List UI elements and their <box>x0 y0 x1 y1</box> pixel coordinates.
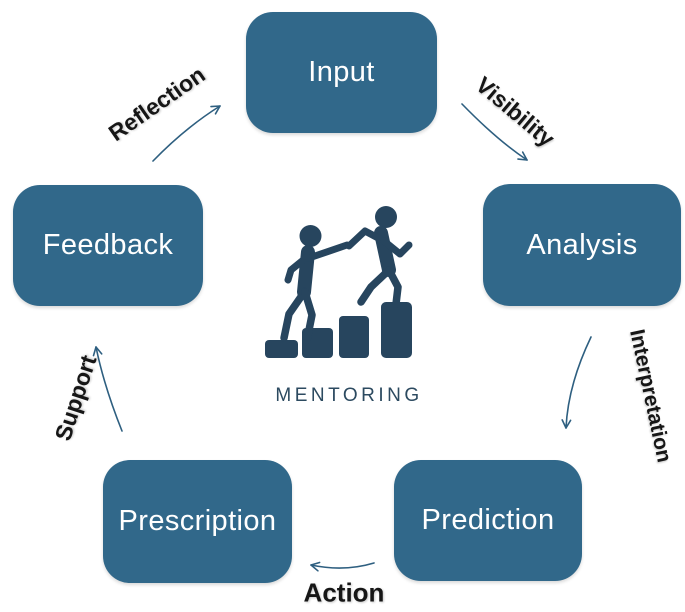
mentor-figure <box>345 206 413 308</box>
node-input: Input <box>246 12 437 133</box>
edge-label-action: Action <box>303 577 385 608</box>
arrow-prediction-to-prescription <box>310 561 375 572</box>
node-analysis: Analysis <box>483 184 681 306</box>
node-prediction: Prediction <box>394 460 582 581</box>
mentoring-icon <box>265 206 413 358</box>
mentee-figure <box>280 225 351 344</box>
arrow-input-to-analysis <box>461 103 528 161</box>
node-prescription: Prescription <box>103 460 292 583</box>
arrow-feedback-to-input <box>152 105 221 162</box>
mentoring-caption: MENTORING <box>275 385 423 406</box>
arrow-prescription-to-feedback <box>92 346 123 432</box>
arrow-analysis-to-prediction <box>561 336 592 429</box>
node-feedback: Feedback <box>13 185 203 306</box>
